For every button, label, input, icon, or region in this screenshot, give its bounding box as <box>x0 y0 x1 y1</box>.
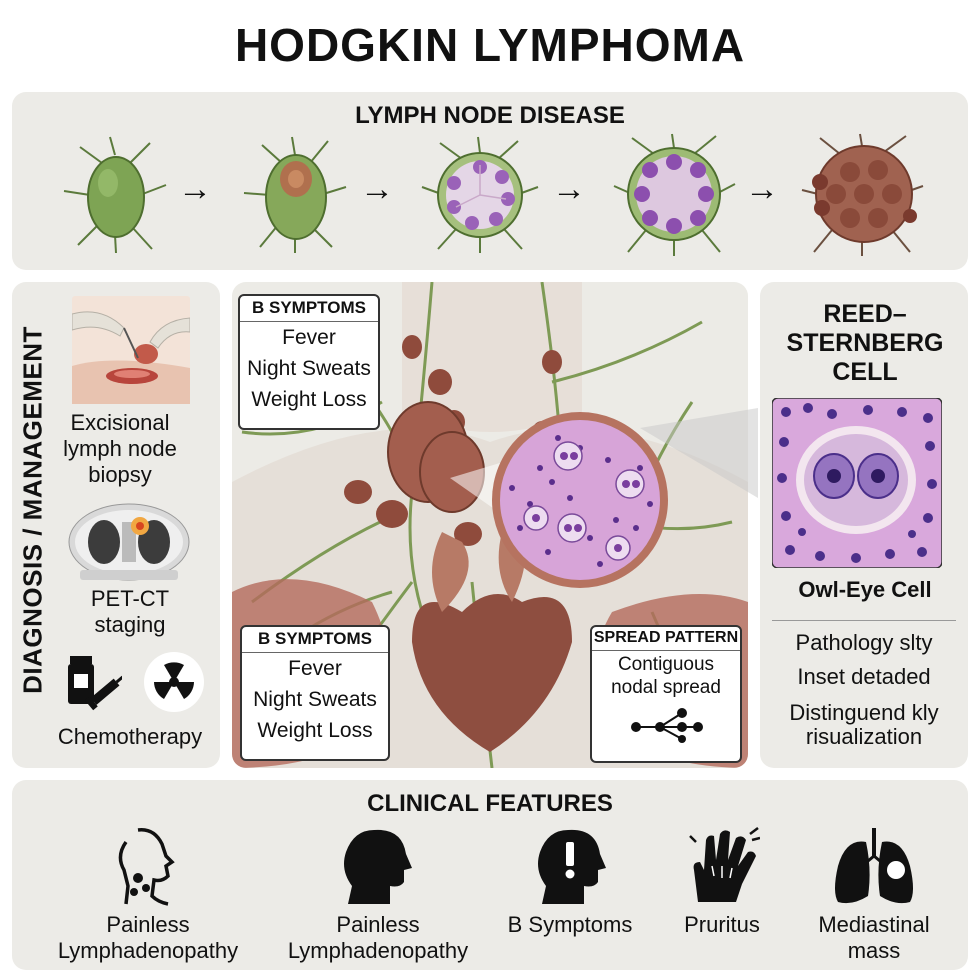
reed-sternberg-title: REED– STERNBERG CELL <box>786 300 944 386</box>
b-symptom-item: Fever <box>282 326 336 349</box>
head-icon <box>344 829 412 904</box>
biopsy-label: Excisional lymph node biopsy <box>63 410 177 487</box>
scratching-hand-icon <box>689 827 760 902</box>
reed-list-item: risualization <box>805 724 923 749</box>
arrow-4-icon: → <box>745 170 779 208</box>
head-alert-icon <box>538 829 606 904</box>
arrow-2-icon: → <box>360 170 394 208</box>
b-symptoms-box-bottom: B SYMPTOMS Fever Night Sweats Weight Los… <box>240 625 390 761</box>
spread-pattern-title: SPREAD PATTERN <box>592 627 740 651</box>
pet-ct-scan-icon <box>68 503 190 581</box>
owl-eye-caption: Owl-Eye Cell <box>798 577 932 602</box>
b-symptoms-top-title: B SYMPTOMS <box>240 296 378 322</box>
biopsy-icon <box>72 296 190 404</box>
b-symptom-item: Night Sweats <box>247 357 371 380</box>
arrow-1-icon: → <box>178 170 212 208</box>
pet-ct-label: PET-CT staging <box>90 586 170 637</box>
b-symptoms-box-top: B SYMPTOMS Fever Night Sweats Weight Los… <box>238 294 380 430</box>
network-nodes-icon <box>631 708 703 743</box>
lymph-node-stage-1-icon <box>63 136 167 254</box>
neck-lymph-icon <box>118 828 175 906</box>
clinical-features-title: CLINICAL FEATURES <box>367 790 613 817</box>
diagnosis-title: DIAGNOSIS / MANAGEMENT <box>17 326 48 694</box>
spread-line: Contiguous <box>617 654 715 675</box>
b-symptom-item: Weight Loss <box>257 719 373 742</box>
reed-list-item: Distinguend kly <box>789 700 939 725</box>
reed-list-item: Pathology slty <box>795 630 933 655</box>
lymph-node-stage-3-icon <box>421 136 539 253</box>
b-symptom-item: Fever <box>288 657 342 680</box>
reed-list-item: Inset detaded <box>797 664 931 689</box>
magnified-histology-icon <box>450 408 758 588</box>
lymph-node-stage-4-icon <box>613 133 736 256</box>
spread-line: nodal spread <box>611 677 721 698</box>
lymph-node-stage-5-icon <box>801 133 924 256</box>
reed-sternberg-cell-icon <box>772 398 942 568</box>
page-title: HODGKIN LYMPHOMA <box>234 19 746 71</box>
feature-label: B Symptoms <box>507 912 633 937</box>
reed-divider <box>772 620 956 621</box>
clinical-features-panel <box>12 780 968 970</box>
arrow-3-icon: → <box>552 170 586 208</box>
spread-pattern-box: SPREAD PATTERN Contiguous nodal spread <box>590 625 742 763</box>
syringe-vial-icon <box>68 656 122 711</box>
lymph-node-stage-2-icon <box>243 136 347 253</box>
b-symptom-item: Night Sweats <box>253 688 377 711</box>
lymph-node-title: LYMPH NODE DISEASE <box>355 102 625 129</box>
radiation-icon <box>144 652 204 712</box>
feature-label: Pruritus <box>684 912 760 937</box>
lungs-mass-icon <box>835 828 913 904</box>
chemotherapy-label: Chemotherapy <box>57 724 203 749</box>
b-symptoms-bottom-title: B SYMPTOMS <box>242 627 388 653</box>
b-symptom-item: Weight Loss <box>251 388 367 411</box>
